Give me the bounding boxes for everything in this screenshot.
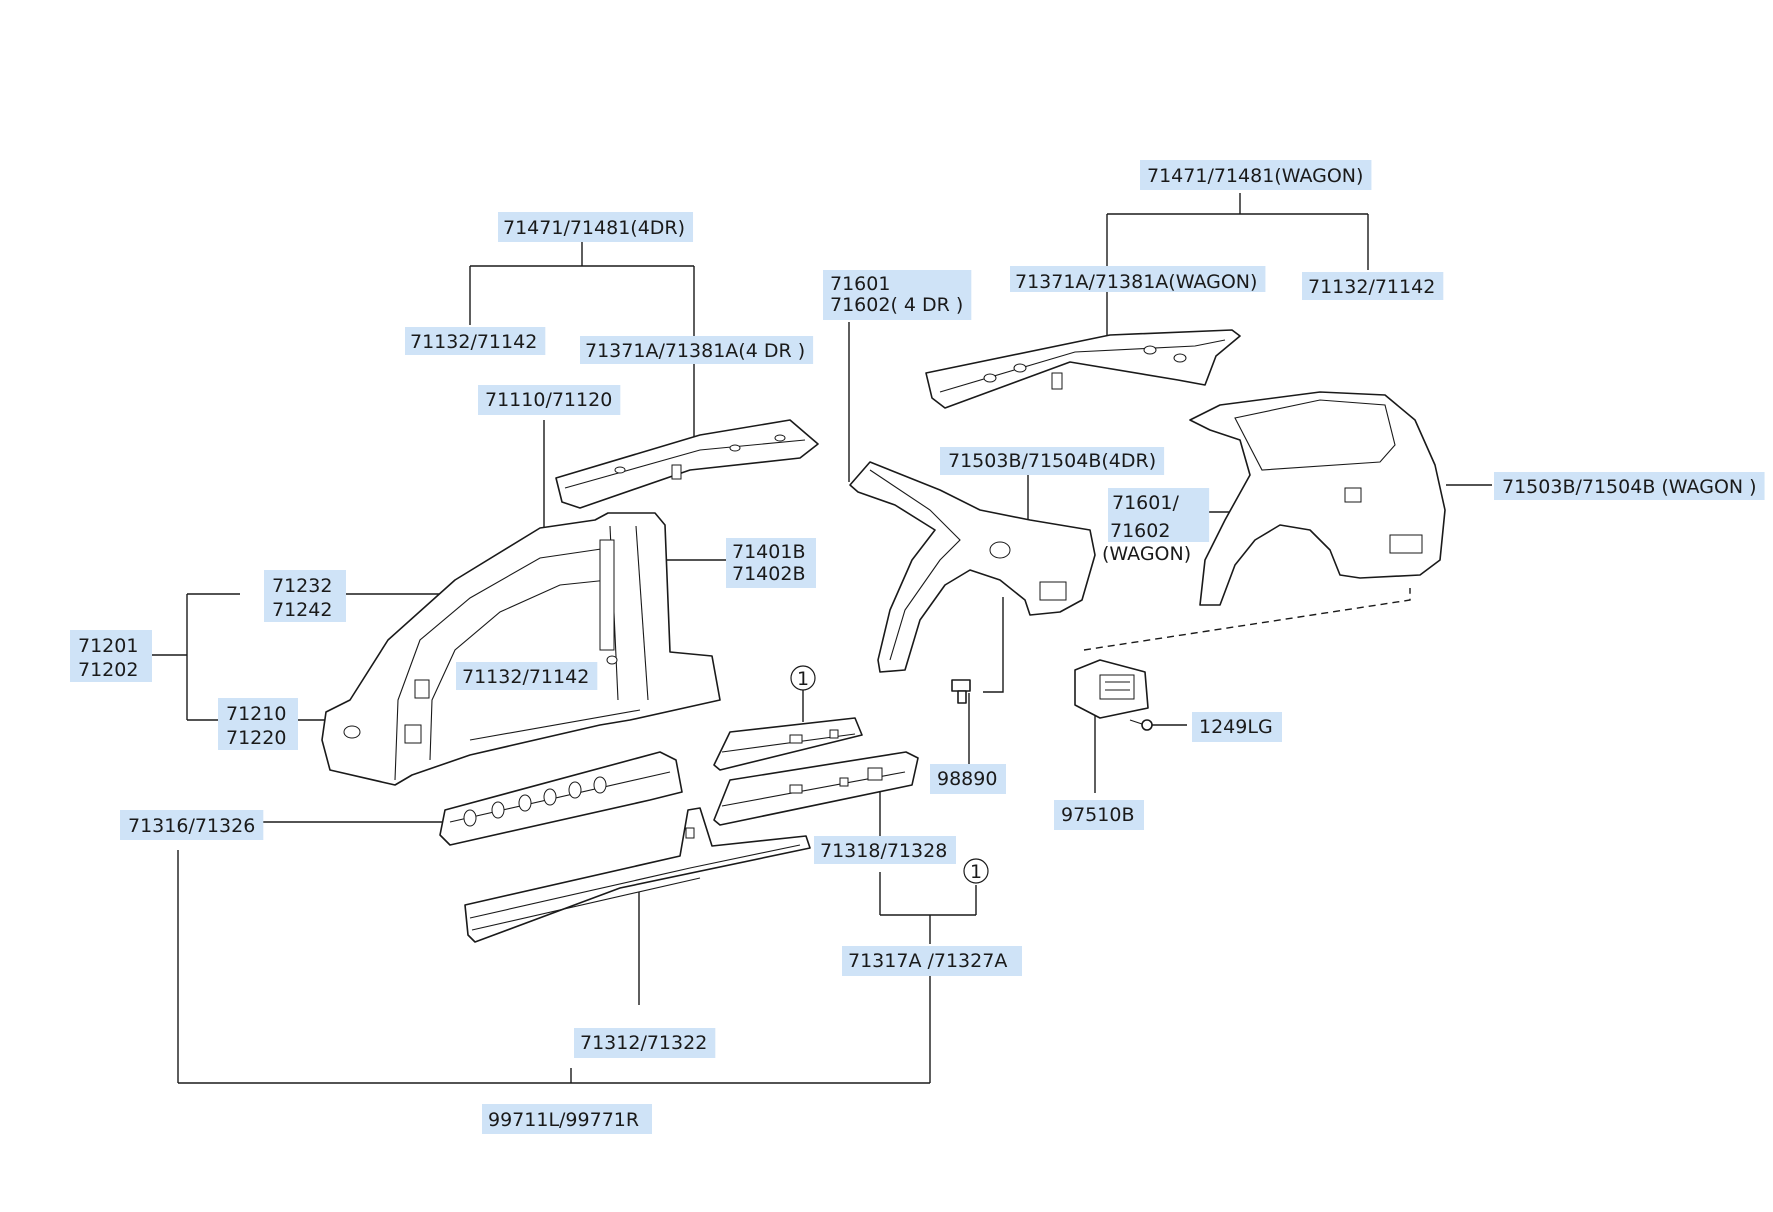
svg-text:71210: 71210 [226, 703, 286, 725]
svg-text:71601: 71601 [830, 273, 890, 295]
svg-text:71371A/71381A(4 DR ): 71371A/71381A(4 DR ) [585, 340, 805, 362]
label-roof-side-rail[interactable]: 71232 71242 [264, 570, 346, 622]
svg-text:71202: 71202 [78, 659, 138, 681]
svg-text:71402B: 71402B [732, 563, 805, 585]
svg-text:98890: 98890 [937, 768, 997, 790]
svg-text:71220: 71220 [226, 727, 286, 749]
svg-text:1249LG: 1249LG [1199, 716, 1273, 738]
svg-text:71110/71120: 71110/71120 [485, 389, 612, 411]
svg-text:71201: 71201 [78, 635, 138, 657]
clip-part [951, 679, 971, 704]
label-a-pillar[interactable]: 71110/71120 [478, 385, 621, 415]
svg-text:71601/: 71601/ [1112, 492, 1179, 514]
label-wagon-rail-cap[interactable]: 71132/71142 [1302, 272, 1444, 300]
air-vent-part [1074, 659, 1149, 719]
sill-inner-part [439, 751, 683, 846]
label-quarter-panel-4dr[interactable]: 71503B/71504B(4DR) [940, 447, 1165, 475]
svg-text:71132/71142: 71132/71142 [1308, 276, 1435, 298]
label-sill-reinforcement[interactable]: 71318/71328 [814, 836, 956, 864]
label-side-outer-panel[interactable]: 71201 71202 [70, 630, 152, 682]
label-qp-extension-wagon[interactable]: 71601/ 71602 (WAGON) [1102, 488, 1210, 565]
4dr-quarter-panel-part [849, 461, 1096, 673]
label-quarter-panel-wagon[interactable]: 71503B/71504B (WAGON ) [1494, 472, 1765, 500]
svg-text:71602: 71602 [1110, 520, 1170, 542]
svg-text:71471/71481(WAGON): 71471/71481(WAGON) [1147, 165, 1363, 187]
side-outer-panel-part [321, 512, 721, 786]
wagon-roof-rail-part [925, 329, 1241, 409]
svg-text:71318/71328: 71318/71328 [820, 840, 947, 862]
ref-circle-1-upper [790, 665, 816, 691]
svg-text:71503B/71504B (WAGON ): 71503B/71504B (WAGON ) [1502, 476, 1757, 498]
ref-circle-1-lower [963, 858, 989, 884]
svg-text:71401B: 71401B [732, 541, 805, 563]
svg-text:71602( 4 DR ): 71602( 4 DR ) [830, 294, 963, 316]
svg-text:97510B: 97510B [1061, 804, 1134, 826]
svg-text:71371A/71381A(WAGON): 71371A/71381A(WAGON) [1015, 271, 1257, 293]
label-4dr-header[interactable]: 71471/71481(4DR) [498, 212, 694, 242]
svg-text:71503B/71504B(4DR): 71503B/71504B(4DR) [948, 450, 1156, 472]
label-bolt[interactable]: 1249LG [1192, 712, 1282, 742]
svg-text:71132/71142: 71132/71142 [410, 331, 537, 353]
svg-text:99711L/99771R: 99711L/99771R [488, 1109, 639, 1131]
label-4dr-rail[interactable]: 71371A/71381A(4 DR ) [580, 336, 814, 364]
ref-1-upper-text: 1 [797, 668, 809, 690]
label-b-pillar-outer[interactable]: 71401B 71402B [726, 538, 816, 588]
wagon-quarter-panel-part [1189, 391, 1446, 606]
svg-text:71471/71481(4DR): 71471/71481(4DR) [503, 217, 685, 239]
label-qp-extension-4dr[interactable]: 71601 71602( 4 DR ) [823, 270, 972, 320]
sill-reinforcement-upper-part [713, 717, 863, 771]
svg-text:71312/71322: 71312/71322 [580, 1032, 707, 1054]
svg-text:71242: 71242 [272, 599, 332, 621]
label-4dr-rail-cap[interactable]: 71132/71142 [405, 327, 546, 355]
ref-1-lower-text: 1 [970, 861, 982, 883]
label-air-vent[interactable]: 97510B [1054, 800, 1144, 830]
4dr-roof-rail-part [555, 419, 819, 509]
label-sill-outer[interactable]: 71312/71322 [574, 1028, 716, 1058]
svg-text:71317A /71327A: 71317A /71327A [848, 950, 1007, 972]
sill-reinforcement-lower-part [713, 751, 919, 826]
sill-outer-part [464, 807, 811, 943]
label-front-pillar[interactable]: 71210 71220 [218, 698, 298, 750]
label-sill-assembly[interactable]: 71317A /71327A [842, 946, 1022, 976]
label-wagon-header[interactable]: 71471/71481(WAGON) [1140, 160, 1372, 190]
svg-text:71232: 71232 [272, 575, 332, 597]
svg-text:(WAGON): (WAGON) [1102, 543, 1191, 565]
label-b-pillar-inner[interactable]: 71132/71142 [456, 662, 598, 690]
label-clip[interactable]: 98890 [930, 764, 1006, 794]
bolt-part [1129, 719, 1153, 731]
label-sill-inner[interactable]: 71316/71326 [120, 810, 264, 840]
label-wagon-rail[interactable]: 71371A/71381A(WAGON) [1010, 266, 1266, 293]
leader-lines [150, 193, 1492, 1084]
svg-text:71132/71142: 71132/71142 [462, 666, 589, 688]
label-side-assembly[interactable]: 99711L/99771R [482, 1104, 652, 1134]
svg-text:71316/71326: 71316/71326 [128, 815, 255, 837]
